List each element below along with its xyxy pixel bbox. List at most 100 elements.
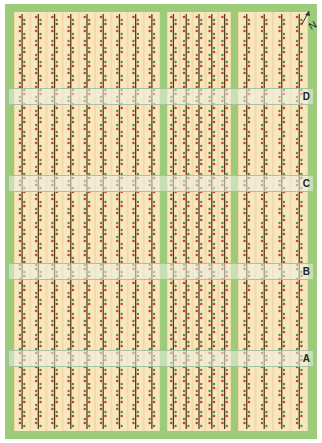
plant-leaf — [261, 152, 263, 154]
plant-fruit — [213, 163, 216, 166]
plant-leaf — [261, 40, 263, 42]
plant-leaf — [170, 82, 172, 84]
plant-leaf — [174, 327, 176, 329]
plant-fruit — [208, 394, 211, 397]
plant-fruit — [174, 149, 177, 152]
plant-fruit — [153, 219, 156, 222]
row-strip — [129, 12, 143, 431]
plant-fruit — [261, 170, 264, 173]
plant-fruit — [200, 107, 203, 110]
row-strip — [239, 12, 255, 431]
plant-fruit — [243, 240, 246, 243]
plant-fruit — [137, 387, 140, 390]
plant-fruit — [221, 310, 224, 313]
plant-fruit — [67, 58, 70, 61]
plant-leaf — [226, 313, 228, 315]
plant-leaf — [248, 201, 250, 203]
plant-fruit — [196, 44, 199, 47]
plant-leaf — [196, 404, 198, 406]
plant-fruit — [67, 198, 70, 201]
plant-leaf — [72, 201, 74, 203]
plant-leaf — [265, 47, 267, 49]
plant-fruit — [72, 149, 75, 152]
plant-fruit — [72, 415, 75, 418]
plant-leaf — [183, 334, 185, 336]
plant-leaf — [104, 75, 106, 77]
plant-leaf — [23, 285, 25, 287]
plant-leaf — [153, 369, 155, 371]
plant-fruit — [19, 30, 22, 33]
plant-leaf — [35, 40, 37, 42]
plant-leaf — [104, 257, 106, 259]
plant-fruit — [100, 422, 103, 425]
plant-fruit — [55, 107, 58, 110]
plant-fruit — [84, 72, 87, 75]
plant-fruit — [187, 345, 190, 348]
plant-leaf — [137, 145, 139, 147]
plant-fruit — [153, 303, 156, 306]
plant-leaf — [19, 418, 21, 420]
plant-leaf — [278, 54, 280, 56]
plant-fruit — [51, 240, 54, 243]
plant-fruit — [226, 233, 229, 236]
plant-fruit — [196, 114, 199, 117]
plant-fruit — [243, 226, 246, 229]
plant-fruit — [132, 408, 135, 411]
plant-leaf — [132, 68, 134, 70]
plant-leaf — [39, 201, 41, 203]
plant-leaf — [120, 145, 122, 147]
plant-leaf — [208, 250, 210, 252]
plant-fruit — [226, 205, 229, 208]
plant-fruit — [84, 338, 87, 341]
plant-leaf — [265, 33, 267, 35]
plant-fruit — [148, 142, 151, 145]
plant-fruit — [261, 212, 264, 215]
plant-leaf — [35, 26, 37, 28]
plant-fruit — [100, 254, 103, 257]
plant-leaf — [174, 299, 176, 301]
plant-leaf — [56, 257, 58, 259]
plant-leaf — [39, 75, 41, 77]
plant-fruit — [183, 128, 186, 131]
plant-leaf — [84, 390, 86, 392]
plant-leaf — [187, 19, 189, 21]
plant-leaf — [137, 47, 139, 49]
plant-leaf — [265, 425, 267, 427]
plant-leaf — [174, 131, 176, 133]
plant-leaf — [243, 54, 245, 56]
plant-fruit — [72, 373, 75, 376]
plant-leaf — [137, 299, 139, 301]
plant-fruit — [132, 310, 135, 313]
plant-fruit — [265, 23, 268, 26]
plant-leaf — [213, 341, 215, 343]
plant-leaf — [148, 334, 150, 336]
plant-leaf — [196, 208, 198, 210]
plant-leaf — [187, 383, 189, 385]
plant-leaf — [67, 54, 69, 56]
plant-fruit — [100, 142, 103, 145]
plant-fruit — [183, 422, 186, 425]
plant-fruit — [19, 310, 22, 313]
plant-fruit — [208, 156, 211, 159]
plant-leaf — [213, 201, 215, 203]
plant-fruit — [132, 254, 135, 257]
plant-leaf — [19, 138, 21, 140]
plant-fruit — [35, 198, 38, 201]
plant-fruit — [35, 44, 38, 47]
plant-fruit — [137, 149, 140, 152]
plant-fruit — [208, 254, 211, 257]
plant-fruit — [19, 380, 22, 383]
plant-fruit — [187, 387, 190, 390]
plant-leaf — [221, 208, 223, 210]
plant-leaf — [137, 313, 139, 315]
plant-fruit — [243, 114, 246, 117]
plant-fruit — [23, 331, 26, 334]
plant-leaf — [116, 166, 118, 168]
plant-fruit — [226, 121, 229, 124]
plant-leaf — [153, 33, 155, 35]
plant-leaf — [88, 201, 90, 203]
plant-fruit — [84, 324, 87, 327]
plant-fruit — [208, 324, 211, 327]
plant-fruit — [19, 422, 22, 425]
plant-fruit — [88, 247, 91, 250]
